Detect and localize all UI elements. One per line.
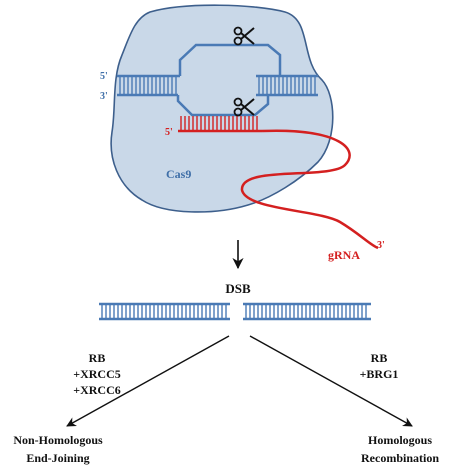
scissors-icon (233, 26, 255, 46)
grna-strand (178, 116, 379, 250)
left-dna-duplex (117, 74, 180, 97)
cas9-label: Cas9 (166, 167, 191, 181)
left-factor-xrcc6: +XRCC6 (73, 383, 121, 397)
hr-label-line2: Recombination (361, 451, 439, 465)
right-factor-rb: RB (371, 351, 388, 365)
dna-bubble-top-strand (178, 43, 282, 76)
dsb-label: DSB (225, 281, 251, 296)
nhej-arrow (66, 335, 230, 427)
left-factor-xrcc5: +XRCC5 (73, 367, 121, 381)
right-dna-duplex (256, 74, 318, 97)
rna-five-prime-label: 5' (165, 127, 173, 138)
nhej-label-line1: Non-Homologous (13, 433, 103, 447)
hr-label-line1: Homologous (368, 433, 432, 447)
cas9-protein (110, 4, 334, 213)
five-prime-label: 5' (100, 71, 108, 82)
right-factor-brg1: +BRG1 (360, 367, 399, 381)
grna-label: gRNA (328, 248, 360, 262)
broken-dna-left (99, 302, 230, 321)
three-prime-label: 3' (100, 91, 108, 102)
hr-arrow (249, 335, 413, 427)
rna-three-prime-label: 3' (377, 240, 385, 251)
left-factor-rb: RB (89, 351, 106, 365)
dna-bubble-bottom-strand (176, 95, 270, 117)
nhej-label-line2: End-Joining (26, 451, 89, 465)
scissors-icon (233, 97, 255, 117)
broken-dna-right (243, 302, 371, 321)
